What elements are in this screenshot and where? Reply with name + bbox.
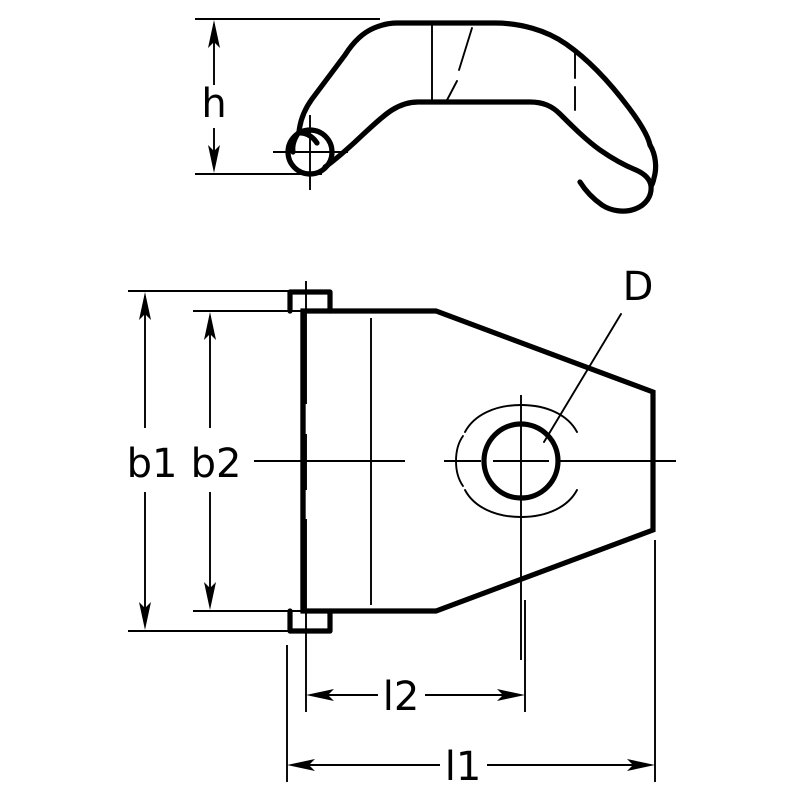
side-view-break-line-1 xyxy=(458,27,473,71)
dimension-label-D: D xyxy=(623,264,654,310)
dimension-label-b1: b1 xyxy=(127,441,178,487)
dimension-label-l1: l1 xyxy=(445,744,482,790)
h-arrow-down xyxy=(208,145,220,173)
b2-arrow-down xyxy=(204,582,216,610)
b1-arrow-up xyxy=(139,292,151,320)
nose-hook-inner xyxy=(298,130,320,146)
b1-arrow-down xyxy=(139,602,151,630)
dimension-label-b2: b2 xyxy=(191,441,242,487)
h-arrow-up xyxy=(208,20,220,48)
side-view-tip-arc xyxy=(647,142,659,189)
nose-hook-lip xyxy=(290,129,302,155)
d-leader-line xyxy=(543,313,622,443)
plan-view-top-tab xyxy=(287,289,333,314)
dimension-label-l2: l2 xyxy=(383,674,420,720)
l1-arrow-left xyxy=(287,759,315,771)
side-view-lower-profile xyxy=(322,99,654,214)
l2-arrow-left xyxy=(306,689,334,701)
b2-arrow-up xyxy=(204,312,216,340)
plan-view-bottom-tab xyxy=(287,608,333,634)
plan-view-group: D b1 b2 l2 l1 xyxy=(127,264,676,790)
side-view-group: h xyxy=(195,18,659,214)
side-view-break-line-2 xyxy=(445,80,458,103)
side-view-upper-profile xyxy=(296,20,653,148)
l2-arrow-right xyxy=(497,689,525,701)
l1-arrow-right xyxy=(627,759,655,771)
dimension-label-h: h xyxy=(201,81,226,127)
